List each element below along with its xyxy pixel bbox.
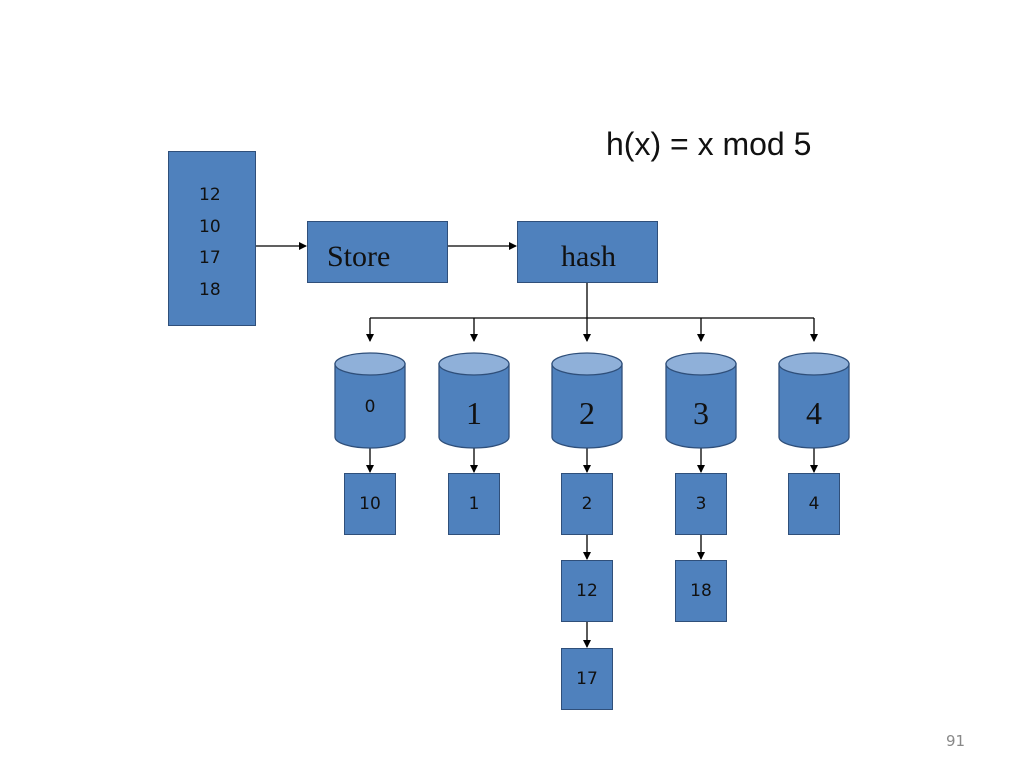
hash-function-title: h(x) = x mod 5 bbox=[606, 126, 812, 162]
bucket-cylinder bbox=[438, 352, 510, 449]
bucket-cylinder bbox=[334, 352, 406, 449]
hash-label: hash bbox=[561, 240, 616, 273]
bucket-label: 3 bbox=[693, 395, 709, 431]
chain-node: 4 bbox=[788, 473, 840, 535]
chain-node: 10 bbox=[344, 473, 396, 535]
chain-node: 1 bbox=[448, 473, 500, 535]
chain-node: 18 bbox=[675, 560, 727, 622]
bucket-cylinder bbox=[778, 352, 850, 449]
input-value: 17 bbox=[199, 248, 221, 268]
page-number: 91 bbox=[946, 732, 966, 750]
input-value: 18 bbox=[199, 279, 221, 300]
input-value: 12 bbox=[199, 185, 221, 205]
bucket-label: 0 bbox=[364, 397, 376, 417]
bucket-label: 1 bbox=[466, 395, 482, 431]
chain-node: 17 bbox=[561, 648, 613, 710]
chain-node: 3 bbox=[675, 473, 727, 535]
input-values-box: 12 10 17 18 bbox=[168, 151, 256, 326]
store-box: Store bbox=[307, 221, 448, 283]
bucket-cylinder bbox=[551, 352, 623, 449]
chain-node: 2 bbox=[561, 473, 613, 535]
hash-box: hash bbox=[517, 221, 658, 283]
store-label: Store bbox=[327, 240, 391, 273]
bucket-cylinder bbox=[665, 352, 737, 449]
bucket-label: 4 bbox=[806, 395, 822, 431]
chain-node: 12 bbox=[561, 560, 613, 622]
bucket-label: 2 bbox=[579, 395, 595, 431]
input-value: 10 bbox=[199, 216, 221, 237]
